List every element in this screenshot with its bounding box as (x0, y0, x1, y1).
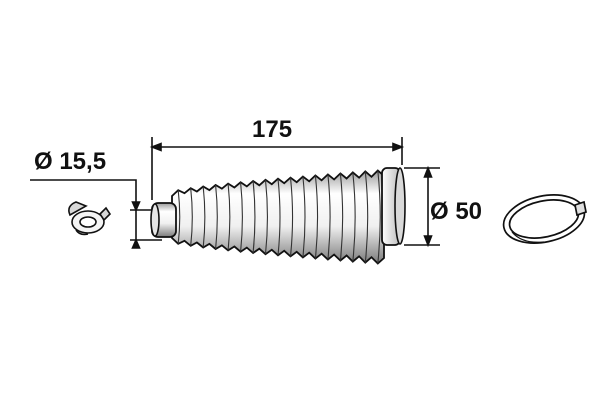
boot-fold-ridge (264, 179, 268, 255)
length-arrow-left (149, 142, 162, 152)
small-hose-clamp (68, 201, 112, 236)
boot-fold-ridge (277, 178, 281, 256)
boot-fold-ridge (202, 186, 206, 248)
small-diameter-arrow-bottom (131, 238, 141, 249)
boot-fold-ridge (215, 184, 218, 250)
boot-fold-ridge (190, 188, 193, 246)
small-diameter-leader (30, 179, 137, 200)
boot-fold-ridge (252, 180, 256, 254)
boot-folds (177, 170, 381, 264)
boot-fold-ridge (339, 173, 344, 261)
boot-body (171, 169, 385, 265)
large-diameter-arrow-top (423, 165, 433, 178)
boot-fold-ridge (314, 175, 319, 259)
boot-fold-ridge (289, 177, 294, 257)
boot-small-opening (150, 203, 160, 237)
boot-fold-ridge (240, 182, 243, 252)
boot-fold-ridge (327, 174, 331, 260)
length-arrow-right (392, 142, 405, 152)
boot-fold-ridge (177, 190, 181, 244)
large-diameter-arrow-bottom (423, 235, 433, 248)
boot-fold-ridge (302, 176, 306, 258)
large-diameter-label: Ø 50 (430, 198, 483, 225)
boot-large-opening (394, 167, 406, 245)
boot-fold-ridge (377, 170, 381, 264)
large-diameter-dimension (404, 165, 440, 248)
boot-fold-ridge (364, 171, 369, 263)
bellows-boot (150, 167, 406, 265)
length-dimension (149, 137, 405, 200)
boot-fold-ridge (352, 172, 356, 262)
small-diameter-arrow-top (131, 201, 141, 212)
small-diameter-label: Ø 15,5 (34, 148, 107, 175)
length-label: 175 (252, 116, 293, 143)
large-band-clamp (502, 194, 587, 244)
boot-fold-ridge (227, 183, 231, 251)
